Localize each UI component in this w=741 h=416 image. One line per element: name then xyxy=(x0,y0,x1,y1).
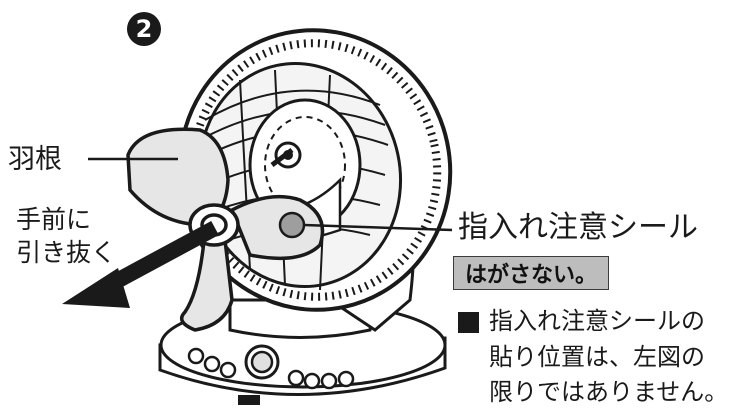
pull-arrow xyxy=(62,220,219,308)
sticker-leader-line xyxy=(303,223,453,232)
fan-blade xyxy=(126,127,325,332)
do-not-remove-badge: はがさない。 xyxy=(453,256,609,290)
note-line-3: 限りではありません。 xyxy=(489,378,729,406)
note-bullet-icon xyxy=(458,312,479,333)
control-buttons xyxy=(187,344,355,390)
note-line-1: 指入れ注意シールの xyxy=(489,307,705,335)
step-badge: 2 xyxy=(127,12,161,46)
note-line-2: 貼り位置は、左図の xyxy=(489,343,705,371)
pull-instruction-line-2: 引き抜く xyxy=(16,238,117,267)
step-number: 2 xyxy=(135,15,153,43)
blade-label: 羽根 xyxy=(8,144,62,175)
caution-sticker-dot xyxy=(278,211,306,239)
do-not-remove-text: はがさない。 xyxy=(464,263,597,288)
pull-instruction-line-1: 手前に xyxy=(16,205,92,234)
caution-sticker-label: 指入れ注意シール xyxy=(458,210,698,245)
